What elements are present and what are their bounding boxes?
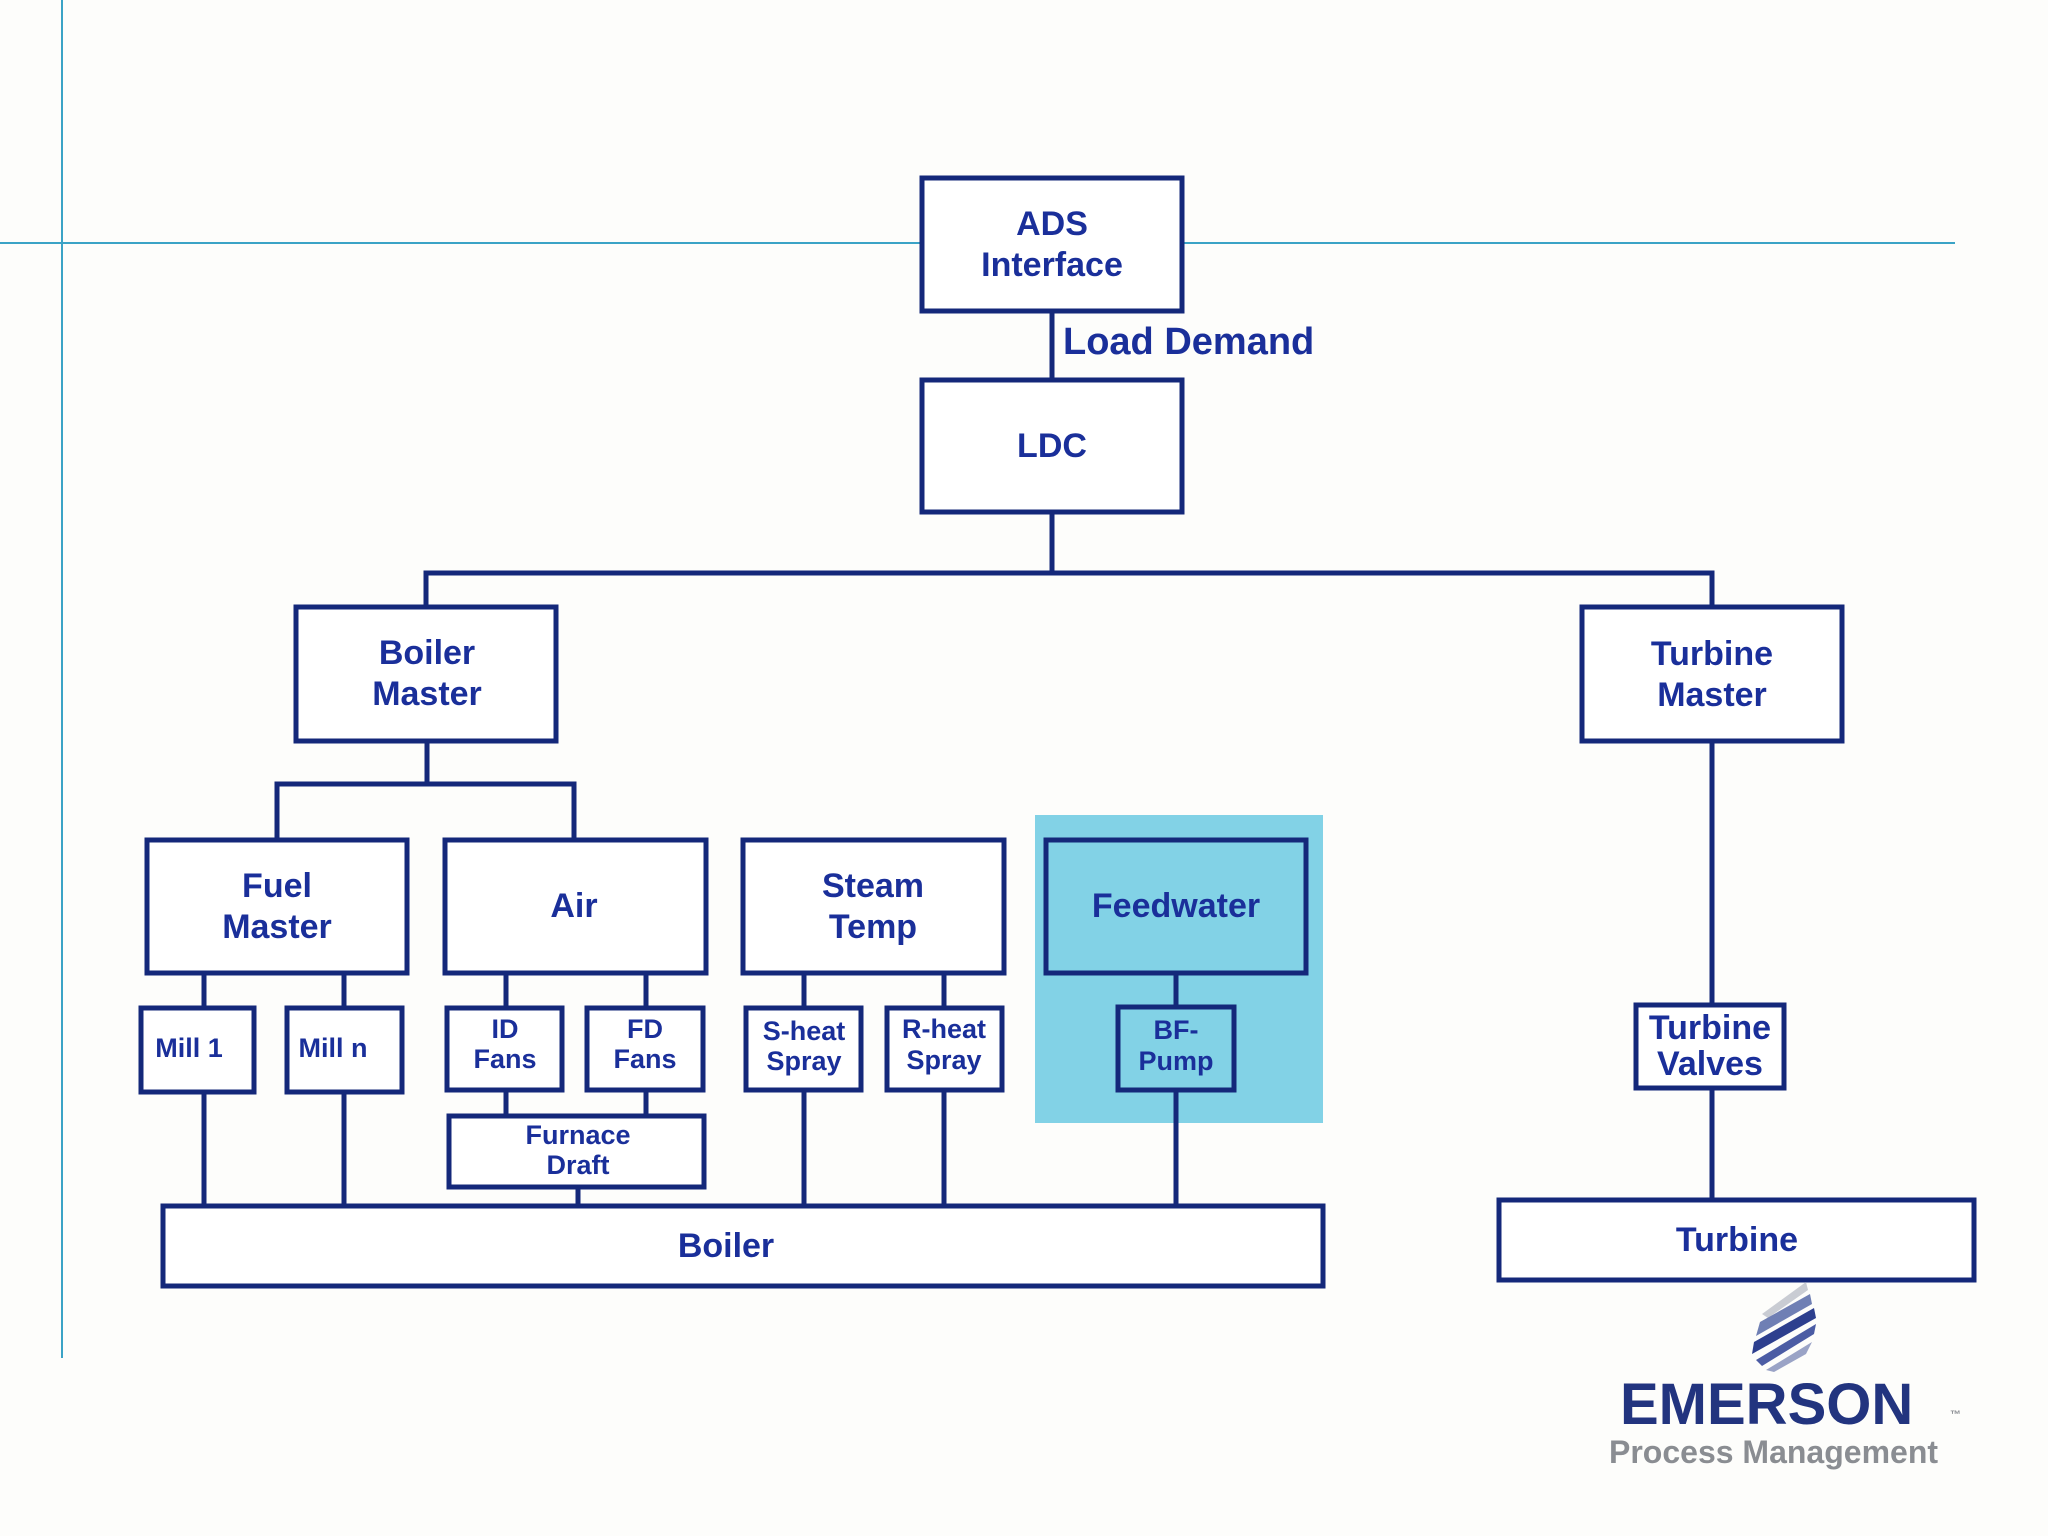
node-turbine-valves: Turbine Valves: [1633, 1002, 1787, 1091]
emerson-logo: EMERSON ™ Process Management: [1609, 1282, 1961, 1470]
node-boiler-master: Boiler Master: [293, 604, 559, 744]
id-fans-label-line2: Fans: [473, 1044, 536, 1074]
node-mill-1: Mill 1: [138, 1005, 257, 1095]
node-fuel-master: Fuel Master: [144, 837, 410, 976]
node-air: Air: [442, 837, 709, 976]
sheat-spray-label-line2: Spray: [766, 1046, 841, 1076]
mill-1-label: Mill 1: [155, 1033, 223, 1063]
bf-pump-label-line2: Pump: [1138, 1046, 1213, 1076]
node-sheat-spray: S-heat Spray: [743, 1005, 864, 1093]
node-mill-n: Mill n: [284, 1005, 405, 1095]
node-steam-temp: Steam Temp: [740, 837, 1007, 976]
emerson-logo-mark: [1752, 1282, 1816, 1372]
turbine-master-label-line2: Master: [1657, 676, 1767, 714]
node-bf-pump: BF- Pump: [1115, 1004, 1237, 1093]
node-boiler: Boiler: [160, 1203, 1326, 1289]
node-turbine-master: Turbine Master: [1579, 604, 1845, 744]
turbine-label: Turbine: [1676, 1221, 1798, 1259]
rheat-spray-label-line2: Spray: [906, 1045, 981, 1075]
node-furnace-draft: Furnace Draft: [446, 1113, 707, 1190]
connector-lines: [201, 311, 1715, 1206]
ads-interface-label-line1: ADS: [1016, 205, 1088, 243]
node-id-fans: ID Fans: [444, 1005, 565, 1093]
node-ads-interface: ADS Interface: [919, 175, 1185, 314]
fuel-master-label-line2: Master: [222, 908, 332, 946]
bf-pump-label-line1: BF-: [1154, 1015, 1199, 1045]
air-label: Air: [550, 887, 597, 925]
node-fd-fans: FD Fans: [584, 1005, 706, 1093]
boiler-master-label-line2: Master: [372, 675, 482, 713]
ldc-label: LDC: [1017, 427, 1087, 465]
boiler-master-label-line1: Boiler: [379, 634, 475, 672]
furnace-draft-label-line2: Draft: [546, 1150, 609, 1180]
turbine-valves-label-line2: Valves: [1657, 1045, 1763, 1083]
emerson-logo-tm: ™: [1950, 1409, 1961, 1421]
steam-temp-label-line1: Steam: [822, 867, 924, 905]
sheat-spray-label-line1: S-heat: [763, 1016, 846, 1046]
node-rheat-spray: R-heat Spray: [884, 1005, 1005, 1093]
ads-interface-label-line2: Interface: [981, 246, 1123, 284]
boiler-label: Boiler: [678, 1227, 774, 1265]
node-ldc: LDC: [919, 377, 1185, 515]
node-turbine: Turbine: [1496, 1197, 1977, 1283]
fd-fans-label-line2: Fans: [613, 1044, 676, 1074]
furnace-draft-label-line1: Furnace: [525, 1120, 630, 1150]
steam-temp-label-line2: Temp: [829, 908, 917, 946]
load-demand-label: Load Demand: [1063, 321, 1314, 363]
emerson-logo-word: EMERSON: [1620, 1372, 1913, 1437]
rheat-spray-label-line1: R-heat: [902, 1014, 986, 1044]
turbine-valves-label-line1: Turbine: [1649, 1009, 1771, 1047]
emerson-logo-tagline: Process Management: [1609, 1434, 1938, 1470]
mill-n-label: Mill n: [299, 1033, 368, 1063]
turbine-master-label-line1: Turbine: [1651, 635, 1773, 673]
fuel-master-label-line1: Fuel: [242, 867, 312, 905]
node-feedwater: Feedwater: [1043, 837, 1309, 976]
feedwater-label: Feedwater: [1092, 887, 1260, 925]
fd-fans-label-line1: FD: [627, 1014, 663, 1044]
id-fans-label-line1: ID: [492, 1014, 519, 1044]
